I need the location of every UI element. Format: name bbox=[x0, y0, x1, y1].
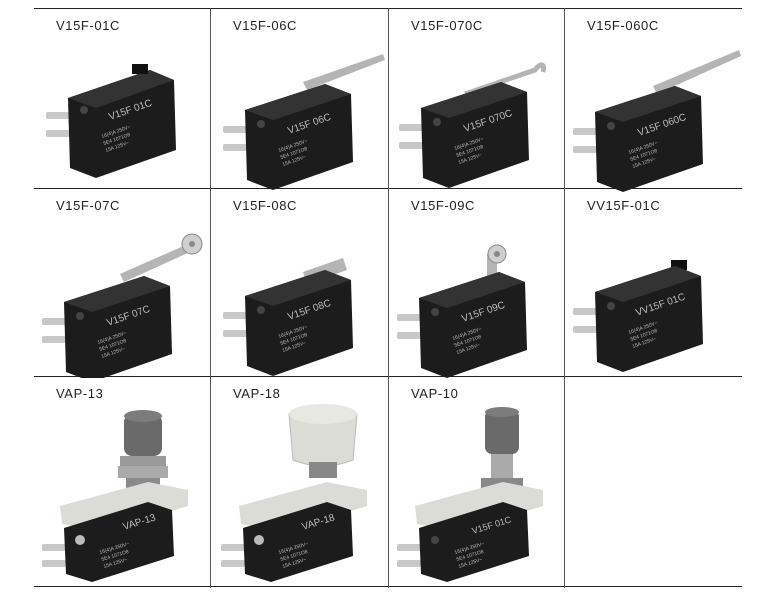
switch-image: V15F 07C 16(4)A 250V~ 5E4 1071O8 15A 125… bbox=[42, 233, 203, 378]
switch-image: V15F 070C 16(4)A 250V~ 5E4 1071O8 15A 12… bbox=[399, 62, 546, 188]
switch-image: V15F 01C 16(4)A 250V~ 5E4 1071O8 15A 125… bbox=[46, 64, 176, 178]
switch-image: VV15F 01C 16(4)A 250V~ 5E4 1071O8 15A 12… bbox=[573, 260, 703, 372]
switch-image: V15F 08C 16(4)A 250V~ 5E4 1071O8 15A 125… bbox=[223, 258, 353, 376]
product-label: V15F-07C bbox=[56, 198, 121, 213]
product-cell-v15f-08c: V15F-08C V15F 08C 16(4)A 250V~ 5E4 1071O… bbox=[211, 190, 387, 378]
product-cell-vap-13: VAP-13 VAP-13 16(4)A 250V~ 5E4 1071O8 15… bbox=[34, 378, 210, 584]
product-cell-v15f-09c: V15F-09C V15F 09C 16(4)A 250V~ 5E4 1071O… bbox=[389, 190, 565, 378]
switch-image: VAP-13 16(4)A 250V~ 5E4 1071O8 15A 125V~ bbox=[42, 410, 188, 582]
product-cell-vap-10: VAP-10 V15F 01C 16(4)A 250V~ 5E4 1071O8 … bbox=[389, 378, 565, 584]
product-label: V15F-09C bbox=[411, 198, 476, 213]
grid-line-col3 bbox=[564, 8, 565, 588]
switch-image: V15F 06C 16(4)A 250V~ 5E4 1071O8 15A 125… bbox=[223, 54, 385, 190]
product-label: V15F-070C bbox=[411, 18, 483, 33]
product-label: VAP-18 bbox=[233, 386, 281, 401]
product-label: VAP-13 bbox=[56, 386, 104, 401]
product-cell-empty bbox=[565, 378, 741, 584]
product-label: VV15F-01C bbox=[587, 198, 661, 213]
switch-image: VAP-18 16(4)A 250V~ 5E4 1071O8 15A 125V~ bbox=[221, 404, 367, 582]
product-cell-vv15f-01c: VV15F-01C VV15F 01C 16(4)A 250V~ 5E4 107… bbox=[565, 190, 741, 378]
product-cell-v15f-06c: V15F-06C V15F 06C 16(4)A 250V~ 5E4 1071O… bbox=[211, 10, 387, 198]
grid-line-col1 bbox=[210, 8, 211, 588]
product-grid: V15F-01C V15F 01C 16(4)A 250V~ 5E4 1071O… bbox=[34, 8, 742, 588]
switch-image: V15F 09C 16(4)A 250V~ 5E4 1071O8 15A 125… bbox=[397, 244, 527, 378]
grid-line-col2 bbox=[388, 8, 389, 588]
product-label: VAP-10 bbox=[411, 386, 459, 401]
product-cell-vap-18: VAP-18 VAP-18 16(4)A 250V~ 5E4 1071O8 15… bbox=[211, 378, 387, 584]
product-cell-v15f-070c: V15F-070C V15F 070C 16(4)A 250V~ 5E4 107… bbox=[389, 10, 565, 198]
switch-image: V15F 060C 16(4)A 250V~ 5E4 1071O8 15A 12… bbox=[573, 50, 741, 192]
product-label: V15F-08C bbox=[233, 198, 298, 213]
switch-image: V15F 01C 16(4)A 250V~ 5E4 1071O8 15A 125… bbox=[397, 407, 543, 582]
product-cell-v15f-01c: V15F-01C V15F 01C 16(4)A 250V~ 5E4 1071O… bbox=[34, 10, 210, 198]
product-cell-v15f-060c: V15F-060C V15F 060C 16(4)A 250V~ 5E4 107… bbox=[565, 10, 741, 198]
product-label: V15F-06C bbox=[233, 18, 298, 33]
product-cell-v15f-07c: V15F-07C V15F 07C 16(4)A 250V~ 5E4 1071O… bbox=[34, 190, 210, 378]
product-label: V15F-01C bbox=[56, 18, 121, 33]
product-label: V15F-060C bbox=[587, 18, 659, 33]
